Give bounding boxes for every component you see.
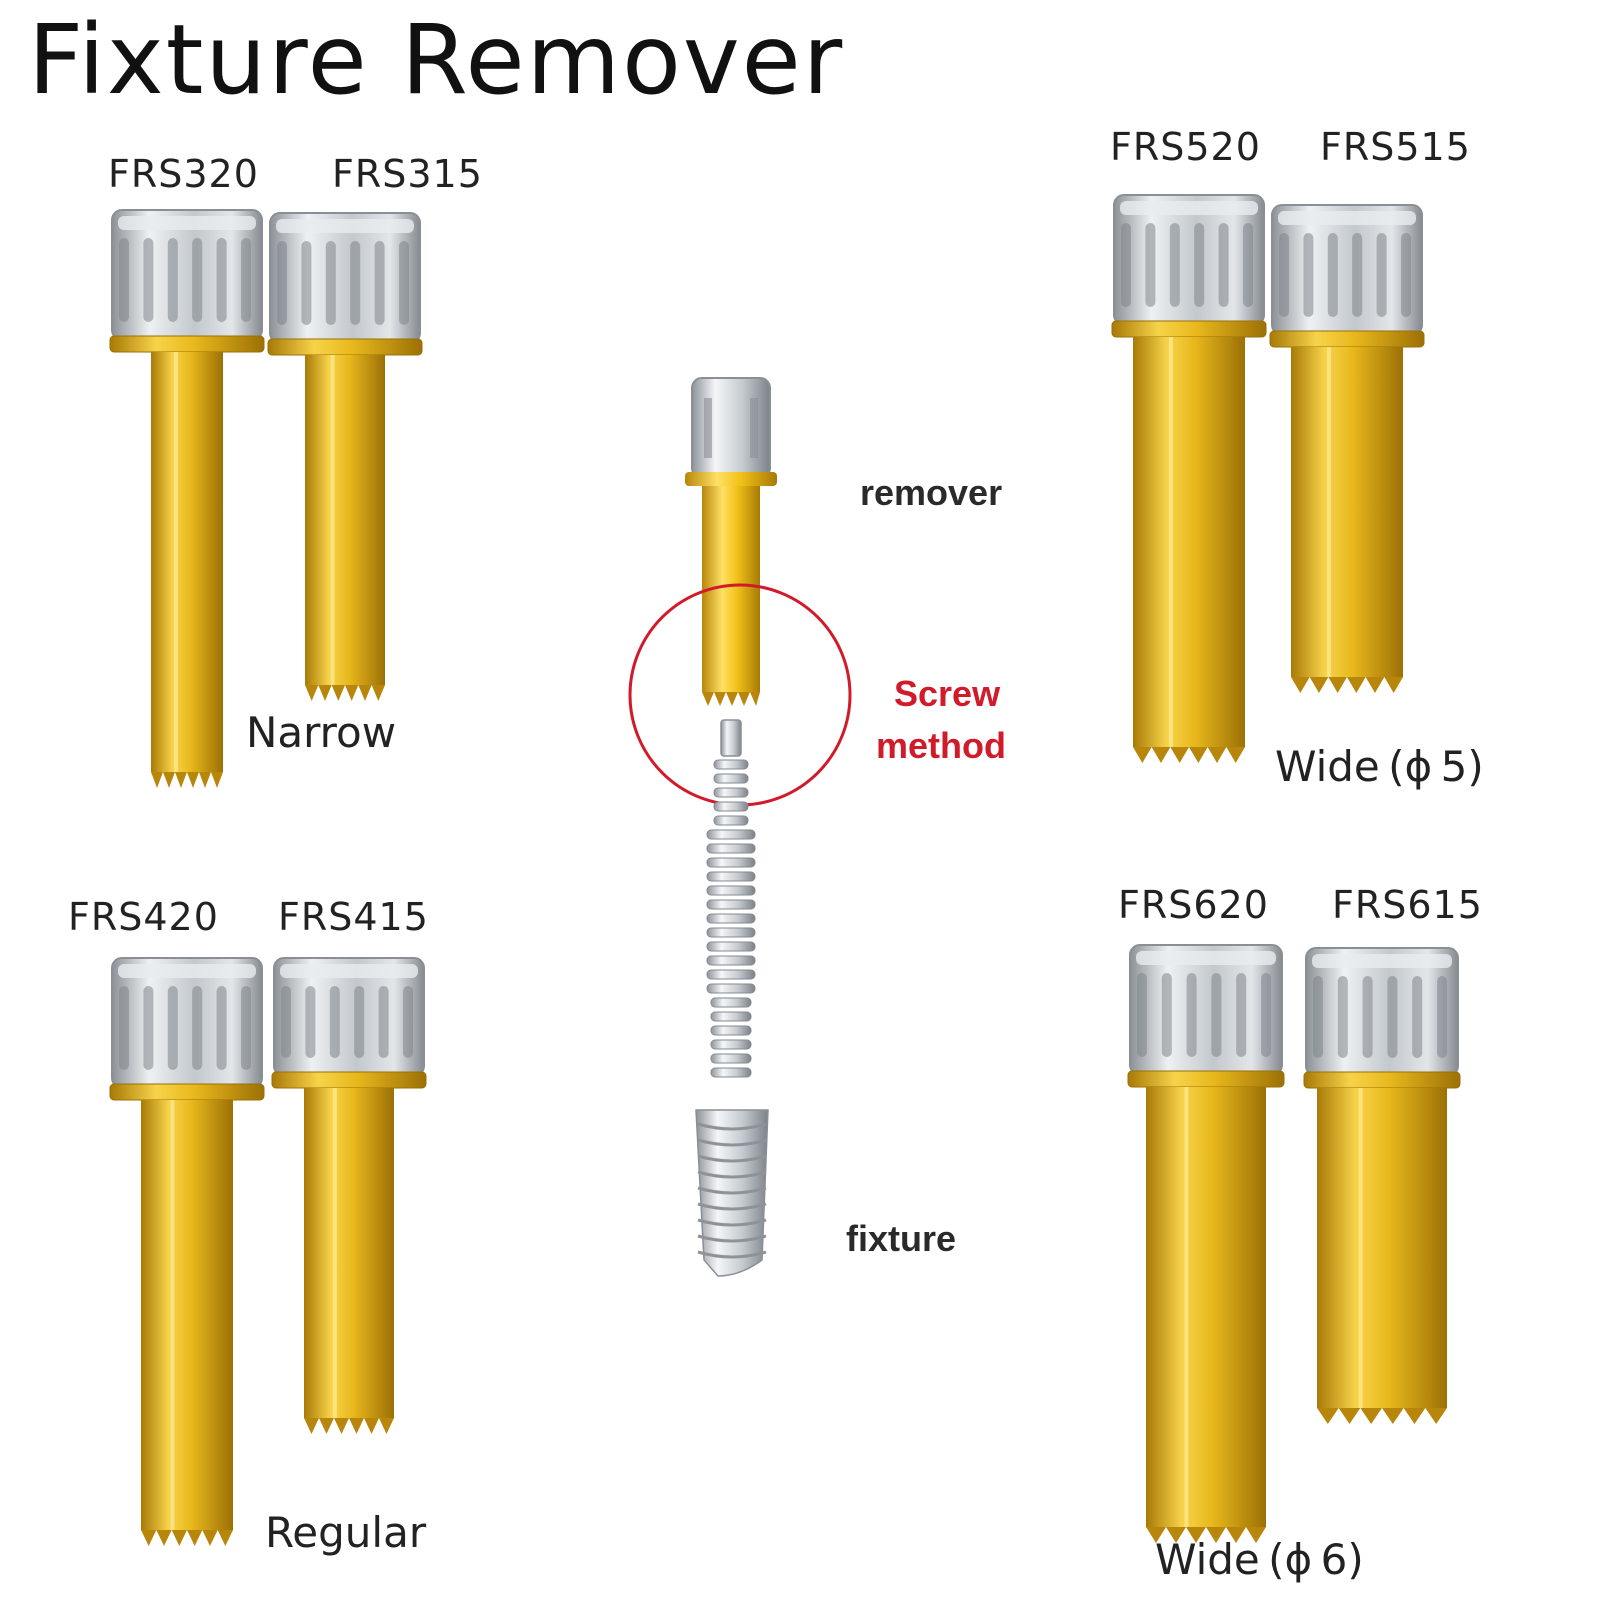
tool-frs420: [109, 957, 265, 1546]
tool-body: [305, 355, 385, 701]
tool-head: [269, 212, 421, 344]
tool-head: [1305, 947, 1459, 1077]
tool-frs615: [1303, 947, 1461, 1424]
page-title: Fixture Remover: [28, 4, 845, 116]
product-code-frs620: FRS620: [1118, 883, 1269, 927]
product-code-frs415: FRS415: [278, 895, 429, 939]
tool-frs515: [1269, 204, 1425, 693]
screw-method-label-line2: method: [876, 725, 1006, 766]
tool-frs520: [1111, 194, 1267, 763]
tool-body: [151, 352, 223, 788]
tool-head: [1129, 944, 1283, 1076]
product-code-frs615: FRS615: [1332, 883, 1483, 927]
tool-head: [111, 209, 263, 341]
tool-frs620: [1127, 944, 1285, 1543]
tool-head: [111, 957, 263, 1089]
tool-frs415: [271, 957, 427, 1434]
tool-body: [1317, 1088, 1447, 1424]
screw-method-label-line1: Screw: [894, 673, 1001, 714]
tool-body: [1146, 1087, 1266, 1543]
tool-head: [1271, 204, 1423, 336]
category-label-narrow: Narrow: [246, 708, 397, 757]
product-code-frs520: FRS520: [1110, 125, 1261, 169]
tool-head: [273, 957, 425, 1077]
fixture: [695, 1109, 769, 1277]
tool-head: [1113, 194, 1265, 326]
tool-frs320: [109, 209, 265, 788]
category-label-wide-6: Wide (ϕ 6): [1155, 1535, 1364, 1584]
remover-head: [685, 377, 777, 486]
fixture-label: fixture: [846, 1218, 957, 1259]
product-code-frs315: FRS315: [332, 152, 483, 196]
product-code-frs320: FRS320: [108, 152, 259, 196]
product-code-frs515: FRS515: [1320, 125, 1471, 169]
screw: [706, 719, 756, 1078]
tool-body: [304, 1088, 394, 1434]
remover-label: remover: [860, 472, 1003, 513]
screw-method-diagram: [628, 377, 852, 1277]
tool-frs315: [267, 212, 423, 701]
remover-body: [702, 486, 760, 706]
product-code-frs420: FRS420: [68, 895, 219, 939]
category-label-wide-5: Wide (ϕ 5): [1275, 742, 1484, 791]
category-label-regular: Regular: [265, 1508, 427, 1557]
tool-body: [1291, 347, 1403, 693]
tool-body: [141, 1100, 233, 1546]
tool-body: [1133, 337, 1245, 763]
